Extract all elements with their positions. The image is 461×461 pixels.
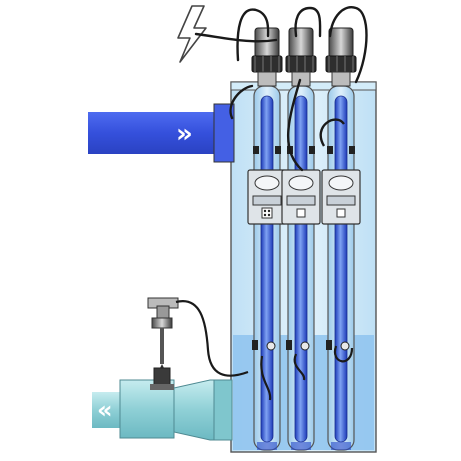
sensor-cable (175, 299, 249, 377)
inlet-flow-symbol: » (176, 119, 193, 149)
status-lens (328, 175, 354, 191)
lower-cable-1 (260, 355, 272, 401)
lamp-socket (331, 71, 351, 87)
outlet-pipe: « (92, 379, 233, 441)
lcd-display (326, 195, 356, 206)
sensor-probe-icon (147, 297, 179, 390)
lower-cable-2 (293, 353, 306, 381)
interconnect-cable (319, 118, 345, 147)
lcd-display (286, 195, 316, 206)
power-cables (194, 6, 368, 172)
lamp-socket (257, 71, 277, 87)
lower-connector (300, 341, 310, 351)
uv-lamp (294, 95, 308, 443)
keypad (261, 207, 273, 219)
lamp-connector (328, 27, 354, 59)
gland-nut (251, 55, 283, 73)
gland-nut (325, 55, 357, 73)
lamp-units (247, 27, 361, 451)
lower-connector (266, 341, 276, 351)
lightning-bolt-icon (177, 5, 207, 63)
double-chevron-left-icon: « (97, 396, 113, 424)
panel-button (336, 208, 346, 218)
lower-cable-3 (333, 345, 354, 363)
lamp-connector (288, 27, 314, 59)
status-lens (254, 175, 280, 191)
inlet-pipe: » (88, 103, 235, 163)
lcd-display (252, 195, 282, 206)
uv-lamp (260, 95, 274, 443)
status-lens (288, 175, 314, 191)
gland-nut (285, 55, 317, 73)
outlet-flow-symbol: « (97, 396, 113, 424)
uv-lamp (334, 95, 348, 443)
double-chevron-right-icon: » (176, 119, 193, 149)
lamp-socket (291, 71, 311, 87)
panel-button (296, 208, 306, 218)
lower-connector (340, 341, 350, 351)
